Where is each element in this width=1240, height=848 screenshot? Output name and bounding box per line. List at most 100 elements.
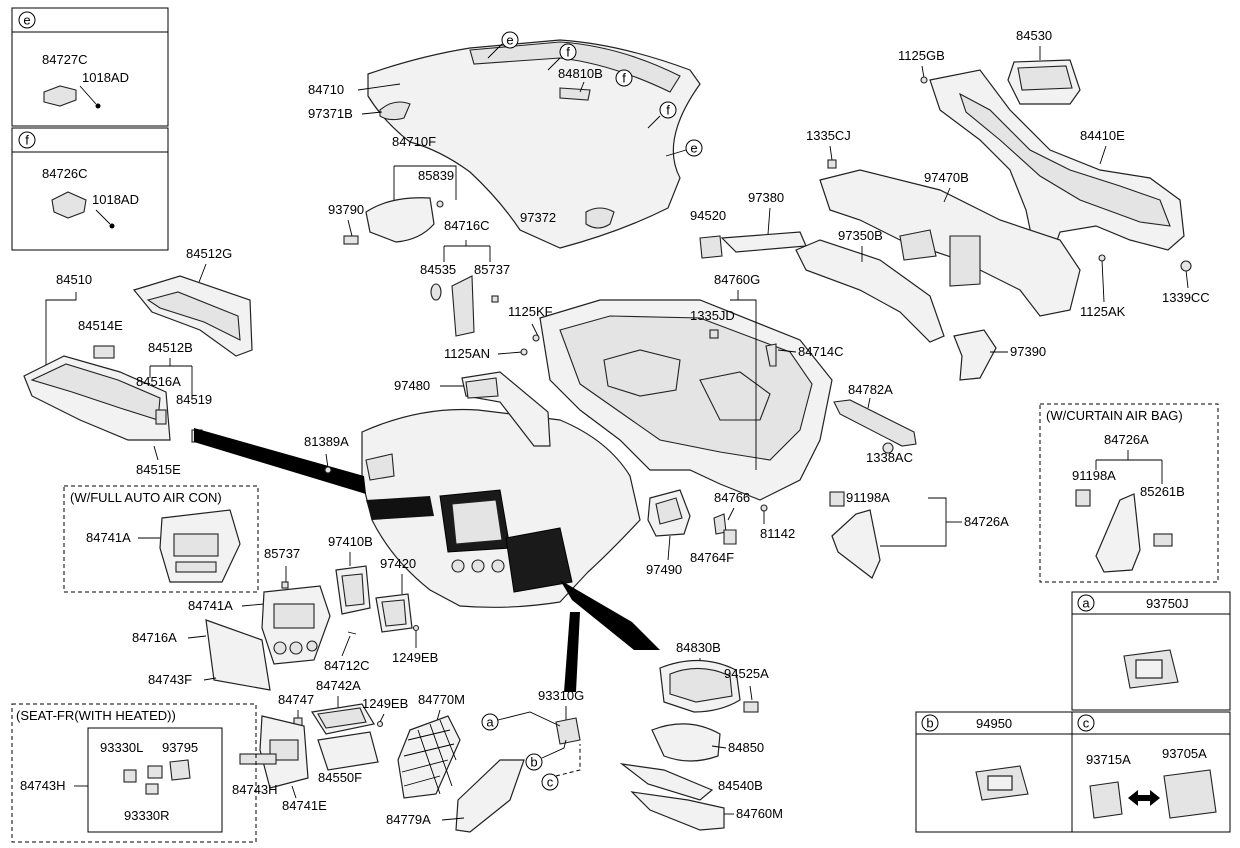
label-84741E: 84741E: [282, 798, 327, 813]
inset-e-marker: e: [23, 13, 30, 28]
label-97490: 97490: [646, 562, 682, 577]
label-84512G: 84512G: [186, 246, 232, 261]
label-81389A: 81389A: [304, 434, 349, 449]
inset-curtain-part-main: 84726A: [1104, 432, 1149, 447]
lower-fascia-84741E: [259, 715, 309, 789]
label-84550F: 84550F: [318, 770, 362, 785]
label-93310G: 93310G: [538, 688, 584, 703]
inset-full-auto-air-con: (W/FULL AUTO AIR CON) 84741A: [63, 485, 259, 593]
inset-b-marker: b: [926, 716, 933, 731]
callout-a: a: [486, 715, 494, 730]
inset-c-part1: 93715A: [1086, 752, 1131, 767]
label-1125GB: 1125GB: [898, 48, 945, 63]
inset-auto-air-title: (W/FULL AUTO AIR CON): [70, 490, 222, 505]
inset-f-part2: 1018AD: [92, 192, 139, 207]
label-84516A: 84516A: [136, 374, 181, 389]
label-1249EB-2: 1249EB: [362, 696, 408, 711]
inset-a-marker: a: [1082, 596, 1090, 611]
pointer-band-cluster: [560, 580, 660, 650]
vent-grille-97371B: [379, 101, 411, 121]
label-81142: 81142: [760, 526, 795, 541]
label-97350B: 97350B: [838, 228, 883, 243]
inset-auto-air-part: 84741A: [86, 530, 131, 545]
label-1339CC: 1339CC: [1162, 290, 1210, 305]
panel-84760M: [630, 791, 725, 831]
label-1249EB: 1249EB: [392, 650, 438, 665]
screw-icon: [95, 103, 101, 109]
label-84782A: 84782A: [848, 382, 893, 397]
inset-a-panel: a 93750J: [1071, 591, 1231, 711]
label-1335JD: 1335JD: [690, 308, 735, 323]
pointer-band-console: [564, 612, 580, 692]
glove-box-84510: [23, 355, 171, 441]
inset-curtain-air-bag: (W/CURTAIN AIR BAG) 84726A 91198A 85261B: [1039, 403, 1219, 583]
inset-e-panel: e 84727C 1018AD: [11, 7, 169, 127]
label-84850: 84850: [728, 740, 764, 755]
duct-97470B: [819, 169, 1081, 317]
panel-84779A: [455, 759, 525, 833]
callout-e: e: [690, 141, 697, 156]
upper-crash-pad: [367, 39, 701, 249]
switch-93310G: [555, 717, 581, 745]
label-84760G: 84760G: [714, 272, 760, 287]
cluster-hood-84710F: [343, 197, 444, 245]
bracket-84550F: [317, 731, 379, 771]
callout-b: b: [530, 755, 537, 770]
label-93795: 93795: [162, 740, 198, 755]
label-1125AK: 1125AK: [1080, 304, 1126, 319]
inset-curtain-part1: 91198A: [1072, 468, 1116, 483]
side-cover-84716C: [451, 275, 475, 337]
callout-f: f: [622, 71, 626, 86]
cluster-recess: [505, 527, 573, 593]
inset-f-marker: f: [25, 133, 29, 148]
callout-e-marker-circle: [18, 11, 36, 29]
label-97420: 97420: [380, 556, 416, 571]
switch-93715A: [1089, 781, 1123, 819]
label-84540B: 84540B: [718, 778, 763, 793]
label-93330L: 93330L: [100, 740, 143, 755]
inset-seat-title: (SEAT-FR(WITH HEATED)): [16, 708, 176, 723]
label-84714C: 84714C: [798, 344, 844, 359]
column-cover-84850: [651, 723, 721, 762]
label-84743H: 84743H: [232, 782, 278, 797]
inset-seat-heated: (SEAT-FR(WITH HEATED)) 84743H 93330L 937…: [11, 703, 257, 843]
label-97390: 97390: [1010, 344, 1046, 359]
cluster-housing-84830B: [659, 659, 741, 713]
airbag-module-84530: [1007, 59, 1081, 105]
inset-c-part2: 93705A: [1162, 746, 1207, 761]
label-84741A-2: 84741A: [188, 598, 233, 613]
label-91198A: 91198A: [846, 490, 890, 505]
screw-icon: [109, 223, 115, 229]
label-97470B: 97470B: [924, 170, 969, 185]
inset-b-part: 94950: [976, 716, 1012, 731]
bracket-84782A: [833, 399, 917, 447]
trim-84743H: [239, 753, 277, 765]
label-84535: 84535: [420, 262, 456, 277]
label-84510: 84510: [56, 272, 92, 287]
callout-e: e: [506, 33, 513, 48]
inset-c-panel: c 93715A 93705A: [1071, 711, 1231, 833]
label-84519: 84519: [176, 392, 212, 407]
vent-97480: [461, 371, 551, 447]
vent-grille-97372: [585, 207, 615, 229]
label-84810B: 84810B: [558, 66, 603, 81]
switch-93705A: [1163, 769, 1217, 819]
label-85737-a: 85737: [474, 262, 510, 277]
label-84760M: 84760M: [736, 806, 783, 821]
dash-frame-84760G: [539, 299, 833, 501]
inset-b-panel: b 94950: [915, 711, 1073, 833]
double-arrow-icon: [1128, 790, 1160, 806]
label-84770M: 84770M: [418, 692, 465, 707]
inset-f-part1: 84726C: [42, 166, 88, 181]
label-84410E: 84410E: [1080, 128, 1125, 143]
label-97480: 97480: [394, 378, 430, 393]
inset-f-panel: f 84726C 1018AD: [11, 127, 169, 251]
label-85839: 85839: [418, 168, 454, 183]
label-93790: 93790: [328, 202, 364, 217]
center-fascia-84741A: [261, 585, 331, 665]
panel-84770M: [397, 715, 461, 799]
inset-e-part1: 84727C: [42, 52, 88, 67]
label-84512B: 84512B: [148, 340, 193, 355]
callouts-crash-pad: e f f f e: [487, 31, 703, 157]
label-84766: 84766: [714, 490, 750, 505]
